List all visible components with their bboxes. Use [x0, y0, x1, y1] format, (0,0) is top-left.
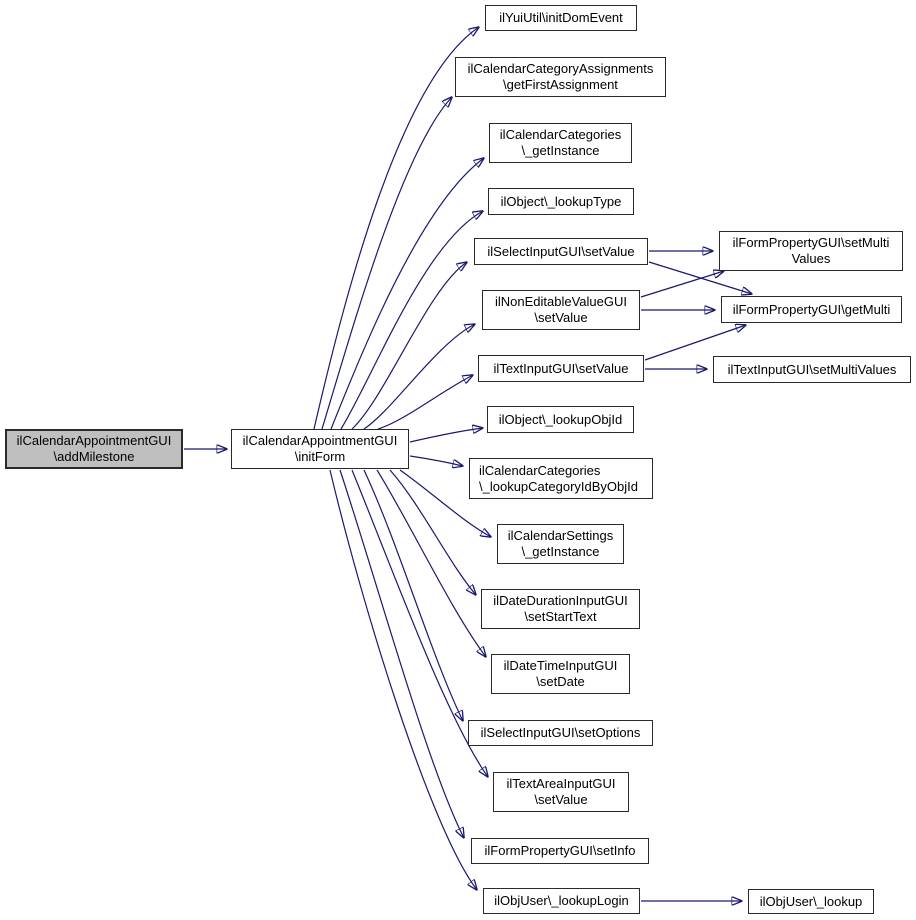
edge-initform-textsetvalue [377, 375, 473, 430]
edge-initform-selectsetvalue [351, 262, 467, 430]
node-getmulti[interactable]: ilFormPropertyGUI\getMulti [721, 296, 902, 323]
node-setinfo[interactable]: ilFormPropertyGUI\setInfo [471, 838, 649, 864]
edge-initform-lookuptype [340, 211, 483, 430]
edge-initform-initdomevent [313, 27, 479, 430]
node-lookupcategoryidbyobjid[interactable]: ilCalendarCategories \_lookupCategoryIdB… [469, 458, 653, 499]
node-lookupobjid[interactable]: ilObject\_lookupObjId [487, 406, 634, 433]
edge-initform-setstarttext [389, 469, 476, 595]
node-lookuplogin[interactable]: ilObjUser\_lookupLogin [483, 888, 640, 914]
edge-textsetvalue-getmulti [644, 325, 746, 361]
node-setdate[interactable]: ilDateTimeInputGUI \setDate [491, 654, 630, 694]
node-setstarttext[interactable]: ilDateDurationInputGUI \setStartText [481, 589, 640, 629]
node-getfirstassignment[interactable]: ilCalendarCategoryAssignments \getFirstA… [455, 57, 666, 97]
node-categoriesgetinstance[interactable]: ilCalendarCategories \_getInstance [489, 123, 632, 163]
edge-initform-textareasetvalue [351, 469, 488, 777]
node-settingsgetinstance[interactable]: ilCalendarSettings \_getInstance [497, 524, 624, 564]
edge-initform-getfirstassignment [321, 97, 452, 430]
edge-initform-settingsgetinstance [399, 469, 491, 537]
node-setoptions[interactable]: ilSelectInputGUI\setOptions [468, 720, 653, 746]
edge-initform-lookupcategoryidbyobjid [409, 455, 463, 466]
node-textsetvalue[interactable]: ilTextInputGUI\setValue [478, 355, 644, 382]
node-selectsetvalue[interactable]: ilSelectInputGUI\setValue [474, 238, 648, 265]
node-lookuptype[interactable]: ilObject\_lookupType [488, 188, 634, 215]
node-initform[interactable]: ilCalendarAppointmentGUI \initForm [231, 429, 409, 469]
edge-initform-lookuplogin [329, 469, 477, 890]
node-setmultivalues[interactable]: ilFormPropertyGUI\setMulti Values [719, 231, 903, 271]
node-textsetmultivalues[interactable]: ilTextInputGUI\setMultiValues [713, 356, 911, 383]
node-initdomevent[interactable]: ilYuiUtil\initDomEvent [485, 5, 637, 31]
edge-noneditablesetvalue-setmultivalues [640, 271, 724, 298]
edge-initform-noneditablesetvalue [363, 324, 475, 430]
node-textareasetvalue[interactable]: ilTextAreaInputGUI \setValue [493, 772, 629, 812]
edge-initform-categoriesgetinstance [330, 158, 484, 430]
edge-initform-lookupobjid [409, 428, 483, 443]
node-addmilestone: ilCalendarAppointmentGUI \addMilestone [5, 429, 183, 469]
node-noneditablesetvalue[interactable]: ilNonEditableValueGUI \setValue [482, 290, 640, 330]
edge-initform-setdate [376, 469, 486, 657]
edge-initform-setinfo [339, 469, 464, 838]
edge-initform-setoptions [363, 469, 463, 721]
node-objuserlookup[interactable]: ilObjUser\_lookup [748, 889, 874, 914]
